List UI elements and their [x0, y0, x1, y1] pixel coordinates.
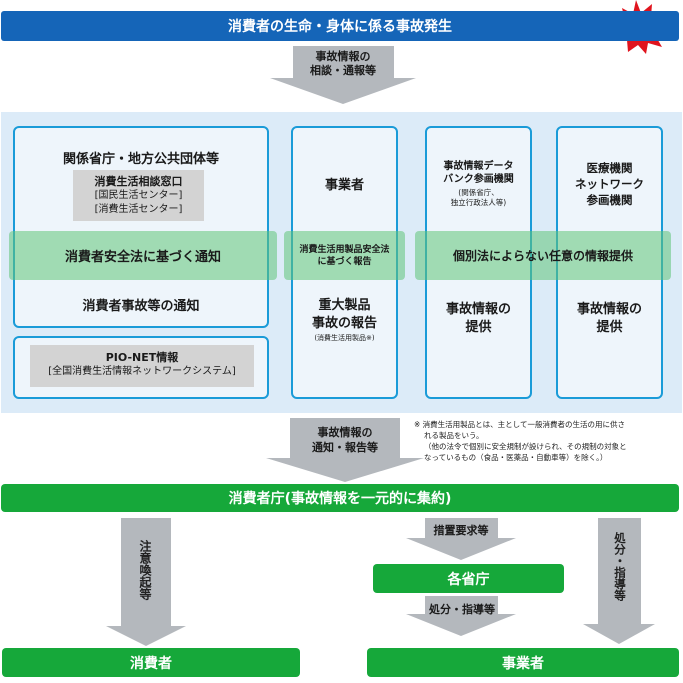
databank-title-line1: 事故情報データ — [443, 161, 514, 172]
voluntary-info-band: 個別法によらない任意の情報提供 — [415, 231, 671, 280]
consumer-accident-notice: 消費者事故等の通知 — [82, 299, 200, 314]
arrow-down-top — [270, 46, 416, 104]
arrow-mid-line1: 事故情報の — [317, 426, 373, 439]
safety-act-notice-band: 消費者安全法に基づく通知 — [9, 231, 277, 280]
databank-sub: (関係省庁、 独立行政法人等) — [425, 188, 532, 208]
ministries-title: 関係省庁・地方公共団体等 — [62, 152, 219, 167]
measure-request-label: 措置要求等 — [433, 524, 489, 537]
footnote-line1: ※ 消費生活用製品とは、主として一般消費者の生活の用に供さ — [414, 420, 625, 429]
footnote-line2: れる製品をいう。 — [424, 431, 484, 440]
databank-title-line2: バンク参画機関 — [443, 174, 514, 185]
footnote-line3: （他の法令で個別に安全規制が設けられ、その規制の対象と — [424, 442, 627, 451]
pionet-info: PIO-NET情報 [全国消費生活情報ネットワークシステム] — [30, 345, 254, 387]
business-node: 事業者 — [367, 648, 679, 677]
databank-provision-line1: 事故情報の — [445, 302, 511, 317]
medical-provision-line1: 事故情報の — [576, 302, 642, 317]
pionet-sub: [全国消費生活情報ネットワークシステム] — [48, 366, 236, 377]
incident-header-text: 消費者の生命・身体に係る事故発生 — [228, 19, 452, 35]
product-safety-act-line2: に基づく報告 — [317, 256, 372, 267]
consultation-window-name: 消費生活相談窓口 — [94, 175, 183, 188]
consultation-window-sub1: [国民生活センター] — [94, 190, 183, 201]
consumers-node-label: 消費者 — [130, 655, 172, 672]
serious-product-report-note: (消費生活用製品※) — [314, 334, 375, 342]
warning-label: 注意喚起等 — [138, 540, 152, 600]
arrow-mid-line2: 通知・報告等 — [312, 441, 378, 454]
arrow-mid-label: 事故情報の 通知・報告等 — [290, 425, 400, 455]
databank-provision-line2: 提供 — [465, 320, 492, 335]
arrow-down-disposal — [406, 596, 516, 636]
product-safety-act-band: 消費生活用製品安全法 に基づく報告 — [284, 231, 405, 280]
serious-product-report-line1: 重大製品 — [318, 298, 371, 313]
footnote-line4: なっているもの（食品・医薬品・自動車等）を除く。） — [424, 453, 608, 462]
serious-product-report: 重大製品 事故の報告 (消費生活用製品※) — [291, 297, 398, 343]
medical-network-title-line1: 医療機関 — [586, 161, 633, 175]
ministries-box — [13, 126, 269, 328]
arrow-down-left — [106, 518, 186, 646]
arrow-down-request — [406, 518, 516, 560]
disposal-right-label: 処分・指導等 — [613, 532, 627, 601]
incident-header: 消費者の生命・身体に係る事故発生 — [1, 11, 679, 41]
medical-network-title: 医療機関 ネットワーク 参画機関 — [556, 160, 663, 208]
arrow-top-label: 事故情報の 相談・通報等 — [294, 50, 392, 78]
arrow-top-line2: 相談・通報等 — [310, 64, 376, 77]
databank-sub-line2: 独立行政法人等) — [450, 198, 507, 207]
ministries-node: 各省庁 — [373, 564, 564, 593]
consumers-node: 消費者 — [2, 648, 300, 677]
voluntary-info-text: 個別法によらない任意の情報提供 — [452, 249, 633, 263]
safety-act-notice-text: 消費者安全法に基づく通知 — [64, 250, 221, 265]
consultation-window-sub2: [消費生活センター] — [94, 204, 183, 215]
consumer-agency-title: 消費者庁(事故情報を一元的に集約) — [228, 491, 452, 507]
ministries-node-label: 各省庁 — [447, 571, 490, 588]
consultation-window: 消費生活相談窓口 [国民生活センター] [消費生活センター] — [73, 170, 204, 221]
databank-provision: 事故情報の 提供 — [425, 301, 532, 337]
product-safety-act-line1: 消費生活用製品安全法 — [299, 244, 390, 255]
disposal-mid-label: 処分・指導等 — [429, 603, 495, 616]
databank-title: 事故情報データ バンク参画機関 — [425, 160, 532, 186]
arrow-top-line1: 事故情報の — [315, 50, 371, 63]
medical-network-title-line2: ネットワーク — [575, 177, 644, 191]
arrow-down-mid — [266, 418, 424, 482]
databank-sub-line1: (関係省庁、 — [458, 188, 499, 197]
medical-provision: 事故情報の 提供 — [556, 301, 663, 337]
business-title: 事業者 — [324, 178, 364, 193]
product-footnote: ※ 消費生活用製品とは、主として一般消費者の生活の用に供さ れる製品をいう。 （… — [414, 419, 680, 463]
consumer-agency-bar: 消費者庁(事故情報を一元的に集約) — [1, 484, 679, 512]
pionet-name: PIO-NET情報 — [105, 351, 179, 364]
arrow-down-right — [583, 518, 655, 644]
medical-network-title-line3: 参画機関 — [586, 193, 633, 207]
serious-product-report-line2: 事故の報告 — [311, 316, 377, 331]
business-node-label: 事業者 — [502, 655, 544, 672]
medical-provision-line2: 提供 — [596, 320, 623, 335]
